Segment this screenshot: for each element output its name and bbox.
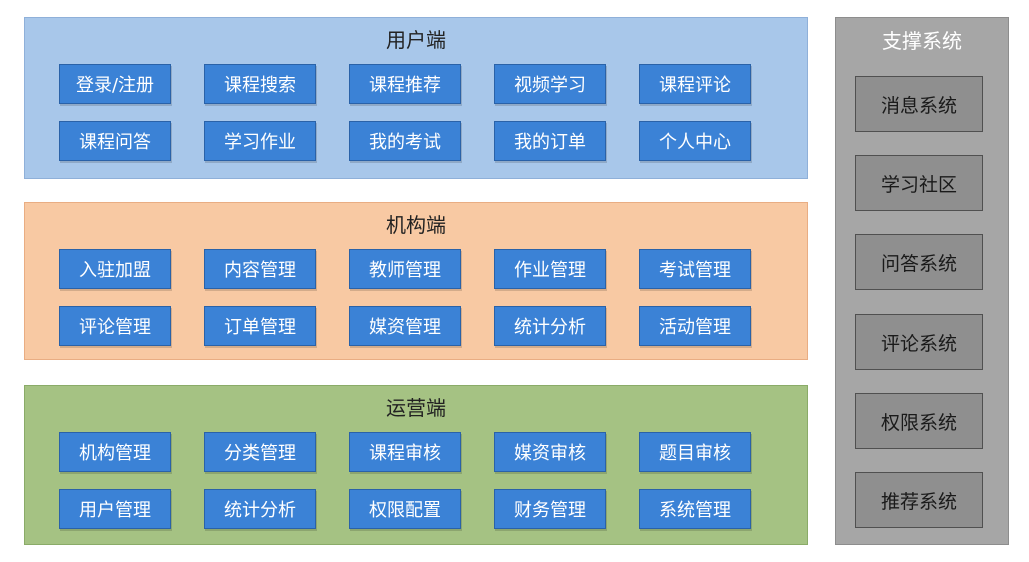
ops-category-manage-button[interactable]: 分类管理 — [204, 432, 316, 472]
org-section-title: 机构端 — [386, 213, 446, 237]
user-my-exam-button[interactable]: 我的考试 — [349, 121, 461, 161]
user-homework-button[interactable]: 学习作业 — [204, 121, 316, 161]
ops-permission-config-button[interactable]: 权限配置 — [349, 489, 461, 529]
ops-course-review-button[interactable]: 课程审核 — [349, 432, 461, 472]
user-course-comment-button[interactable]: 课程评论 — [639, 64, 751, 104]
user-login-register-button[interactable]: 登录/注册 — [59, 64, 171, 104]
ops-org-manage-button[interactable]: 机构管理 — [59, 432, 171, 472]
support-message-system-button[interactable]: 消息系统 — [855, 76, 983, 132]
support-comment-system-button[interactable]: 评论系统 — [855, 314, 983, 370]
ops-system-manage-button[interactable]: 系统管理 — [639, 489, 751, 529]
org-section: 机构端 入驻加盟 内容管理 教师管理 作业管理 考试管理 评论管理 订单管理 媒… — [24, 202, 808, 360]
ops-section-title: 运营端 — [386, 396, 446, 420]
support-recommend-system-button[interactable]: 推荐系统 — [855, 472, 983, 528]
support-qa-system-button[interactable]: 问答系统 — [855, 234, 983, 290]
ops-section: 运营端 机构管理 分类管理 课程审核 媒资审核 题目审核 用户管理 统计分析 权… — [24, 385, 808, 545]
support-permission-system-button[interactable]: 权限系统 — [855, 393, 983, 449]
user-personal-center-button[interactable]: 个人中心 — [639, 121, 751, 161]
org-homework-manage-button[interactable]: 作业管理 — [494, 249, 606, 289]
org-exam-manage-button[interactable]: 考试管理 — [639, 249, 751, 289]
org-comment-manage-button[interactable]: 评论管理 — [59, 306, 171, 346]
ops-question-review-button[interactable]: 题目审核 — [639, 432, 751, 472]
org-statistics-button[interactable]: 统计分析 — [494, 306, 606, 346]
org-content-manage-button[interactable]: 内容管理 — [204, 249, 316, 289]
org-activity-manage-button[interactable]: 活动管理 — [639, 306, 751, 346]
user-course-qa-button[interactable]: 课程问答 — [59, 121, 171, 161]
user-section: 用户端 登录/注册 课程搜索 课程推荐 视频学习 课程评论 课程问答 学习作业 … — [24, 17, 808, 179]
org-join-button[interactable]: 入驻加盟 — [59, 249, 171, 289]
org-teacher-manage-button[interactable]: 教师管理 — [349, 249, 461, 289]
support-section: 支撑系统 消息系统 学习社区 问答系统 评论系统 权限系统 推荐系统 — [835, 17, 1009, 545]
user-course-recommend-button[interactable]: 课程推荐 — [349, 64, 461, 104]
user-video-learning-button[interactable]: 视频学习 — [494, 64, 606, 104]
ops-finance-manage-button[interactable]: 财务管理 — [494, 489, 606, 529]
ops-statistics-button[interactable]: 统计分析 — [204, 489, 316, 529]
support-section-title: 支撑系统 — [882, 29, 962, 53]
user-my-order-button[interactable]: 我的订单 — [494, 121, 606, 161]
org-media-manage-button[interactable]: 媒资管理 — [349, 306, 461, 346]
support-learning-community-button[interactable]: 学习社区 — [855, 155, 983, 211]
user-section-title: 用户端 — [386, 28, 446, 52]
ops-user-manage-button[interactable]: 用户管理 — [59, 489, 171, 529]
org-order-manage-button[interactable]: 订单管理 — [204, 306, 316, 346]
ops-media-review-button[interactable]: 媒资审核 — [494, 432, 606, 472]
user-course-search-button[interactable]: 课程搜索 — [204, 64, 316, 104]
